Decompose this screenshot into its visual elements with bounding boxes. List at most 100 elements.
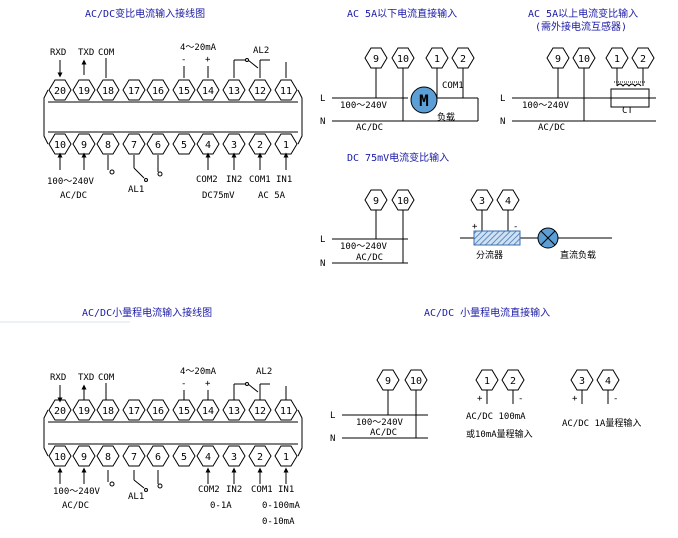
terminal-number: 15 [178,86,190,97]
terminal-number: 18 [102,406,114,417]
terminal-hex [274,399,298,421]
panel1-labels: RXD TXD COM 4～20mA - + AL2 100～240V AC/D… [47,43,292,201]
shunt-minus: - [513,222,518,232]
acdc-label-a: AC/DC [356,123,383,133]
terminal-3-c: 3 [479,196,485,207]
dc75mv-label: DC75mV [202,191,235,201]
small-plus-a: + [477,394,483,404]
line-n-label-c: N [320,259,325,269]
ma-minus: - [181,55,186,65]
terminal-number: 20 [54,406,66,417]
line-l-label-d: L [330,411,335,421]
shunt-label: 分流器 [476,249,503,261]
terminal-number: 20 [54,86,66,97]
terminal-hex [222,79,246,101]
rxd-label: RXD [50,48,66,58]
terminal-number: 3 [231,140,237,151]
wiring-dc75mv: 9 10 L N 100～240V AC/DC 3 4 + - 分流器 直流负载 [320,189,612,269]
terminal-number: 15 [178,406,190,417]
terminal-10-d: 10 [410,376,422,387]
small-minus-b: - [613,394,618,404]
power-acdc: AC/DC [60,191,87,201]
terminal-hex [72,445,96,467]
title-ac-5a-direct: AC 5A以下电流直接输入 [347,7,457,20]
small-1a-label: AC/DC 1A量程输入 [562,417,641,429]
terminal-1-a: 1 [434,54,440,65]
terminal-number: 1 [283,452,289,463]
title-small-range-direct: AC/DC 小量程电流直接输入 [424,306,550,319]
small-100ma-label: AC/DC 100mA [466,412,526,422]
power-label-b: 100～240V [522,101,570,111]
terminal-number: 9 [81,140,87,151]
terminal-hex [222,133,246,155]
terminal-9-c: 9 [373,196,379,207]
title-ac-dc-ratio-input: AC/DC变比电流输入接线图 [85,7,205,20]
terminal-hex [96,445,120,467]
power-label: 100～240V [47,177,95,187]
shunt-plus: + [472,222,478,232]
motor-m-label: M [419,91,429,110]
terminal-number: 7 [131,452,137,463]
in2-label-2: IN2 [226,485,242,495]
terminal-hex [122,79,146,101]
in1-label-2: IN1 [278,485,294,495]
terminal-hex [222,399,246,421]
wiring-ac5a-direct: 9 10 1 2 L N M 100～240V AC/DC COM1 负载 [320,47,479,133]
terminal-number: 14 [202,86,214,97]
dc-load-label: 直流负载 [560,249,596,261]
terminal-number: 7 [131,140,137,151]
terminal-hex [146,79,170,101]
com2-label: COM2 [196,175,218,185]
small-10ma-label: 或10mA量程输入 [466,428,533,440]
line-n-label-a: N [320,117,325,127]
terminal-2-a: 2 [460,54,466,65]
terminal-number: 19 [78,406,90,417]
terminal-number: 12 [254,86,266,97]
terminal-hex [146,133,170,155]
terminal-hex [122,445,146,467]
ac5a-label: AC 5A [258,191,286,201]
terminal-hex [172,445,196,467]
wiring-small-range: 9 10 L N 100～240V AC/DC 1 2 + - AC/DC 10… [330,369,641,444]
terminal-number: 17 [128,86,140,97]
range-0-100ma: 0-100mA [262,501,301,511]
rxd-label-2: RXD [50,373,66,383]
load-label-a: 负载 [437,111,455,123]
terminal-hex [122,399,146,421]
power-label-d: 100～240V [356,418,404,428]
com1-label: COM1 [249,175,271,185]
terminal-hex [72,399,96,421]
terminal-hex [248,133,272,155]
com1-label-a: COM1 [442,81,464,91]
ma-label-2: 4～20mA [180,367,217,377]
terminal-number: 19 [78,86,90,97]
terminal-number: 16 [152,86,164,97]
power-label-a: 100～240V [340,101,388,111]
power-acdc-2: AC/DC [62,501,89,511]
title-dc-75mv: DC 75mV电流变比输入 [347,151,449,164]
com-label-2: COM [98,373,115,383]
com1-label-2: COM1 [251,485,273,495]
terminal-number: 9 [81,452,87,463]
panel-bracket-right [297,409,303,457]
terminal-hex [172,399,196,421]
terminal-hex [146,445,170,467]
terminal-number: 2 [257,140,263,151]
terminal-number: 14 [202,406,214,417]
com2-label-2: COM2 [198,485,220,495]
terminal-hex [196,445,220,467]
com-label: COM [98,48,115,58]
terminal-hex [274,133,298,155]
txd-label: TXD [78,48,94,58]
small-minus-a: - [518,394,523,404]
line-l-label-b: L [500,94,505,104]
terminal-number: 12 [254,406,266,417]
terminal-hex [96,79,120,101]
terminal-number: 18 [102,86,114,97]
terminal-4-c: 4 [505,196,511,207]
terminal-hex [48,133,72,155]
terminal-hex [248,445,272,467]
terminal-hex [196,79,220,101]
